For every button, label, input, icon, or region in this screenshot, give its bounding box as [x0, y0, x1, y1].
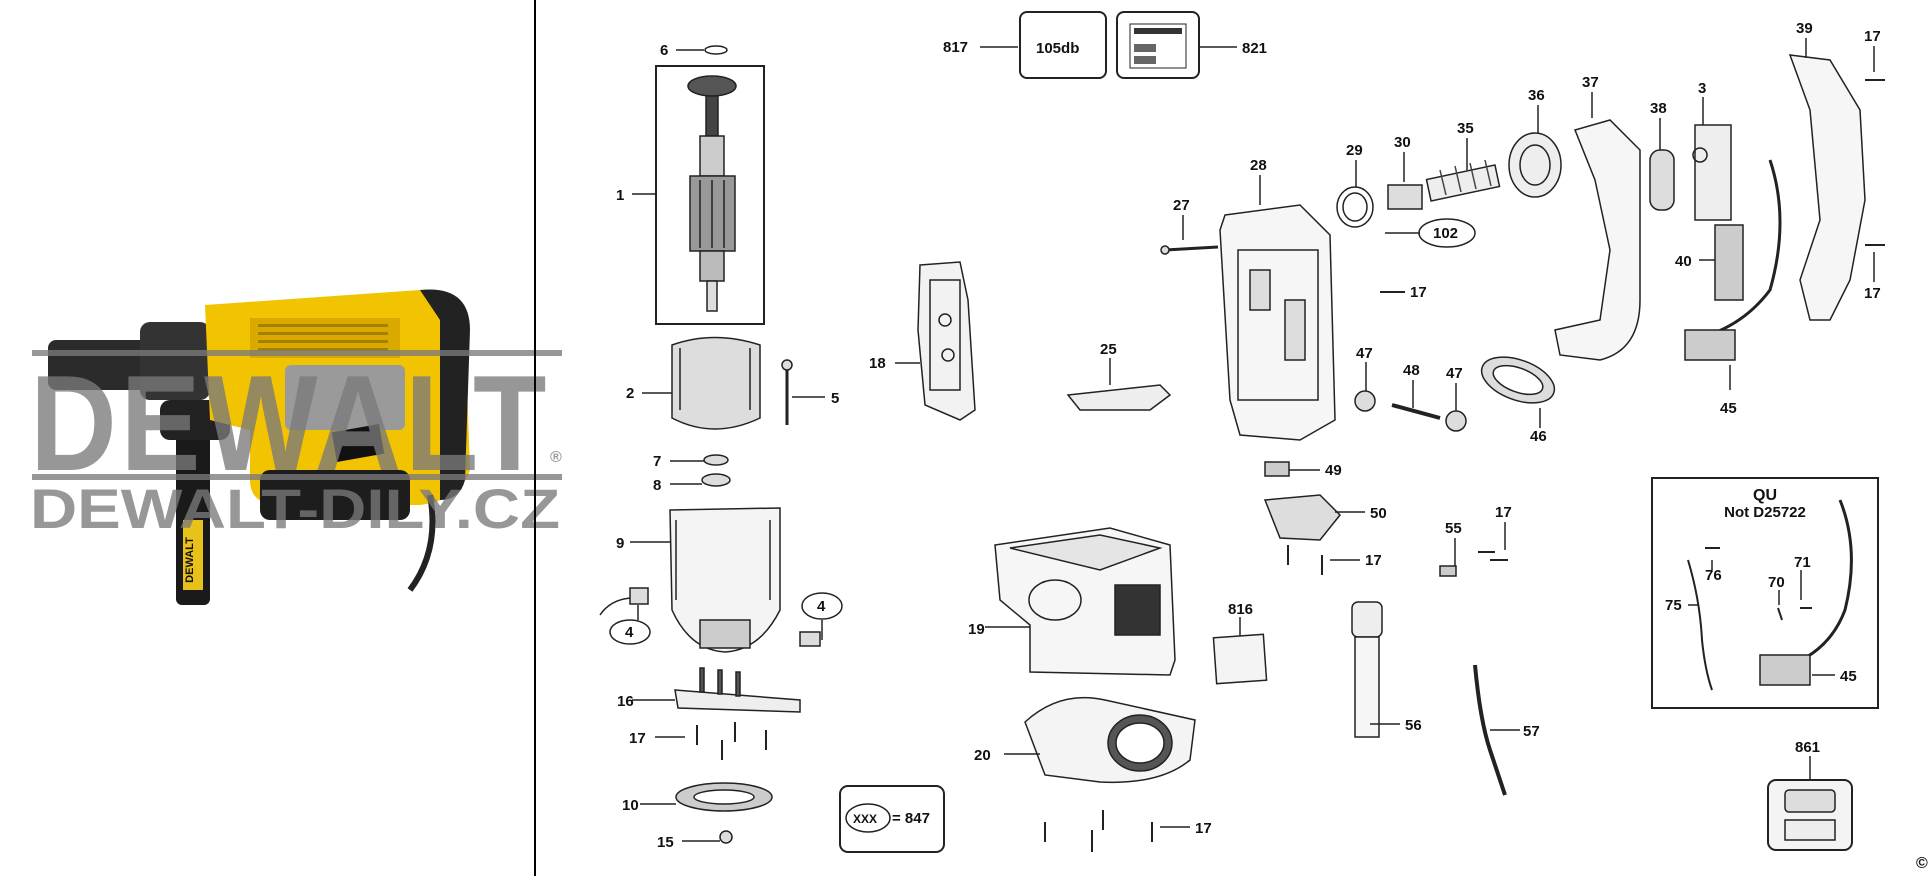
- callout-49: 49: [1325, 462, 1342, 479]
- label-parts: 817 105db 821: [943, 11, 1267, 79]
- callout-7: 7: [653, 453, 661, 470]
- callout-28: 28: [1250, 157, 1267, 174]
- qu-subtitle: Not D25722: [1724, 504, 1806, 521]
- callout-36: 36: [1528, 87, 1545, 104]
- callout-55: 55: [1445, 520, 1462, 537]
- watermark-url: DEWALT-DILY.CZ: [30, 477, 560, 540]
- qu-callout-75: 75: [1665, 597, 1682, 614]
- callout-18: 18: [869, 355, 886, 372]
- callout-38: 38: [1650, 100, 1667, 117]
- housing-leaders: [1182, 38, 1875, 780]
- callout-35: 35: [1457, 120, 1474, 137]
- callout-17b: 17: [1195, 820, 1212, 837]
- callout-5: 5: [831, 390, 839, 407]
- callout-3: 3: [1698, 80, 1706, 97]
- copyright-mark: ©: [1916, 855, 1928, 872]
- callout-821: 821: [1242, 40, 1267, 57]
- svg-text:DEWALT: DEWALT: [184, 537, 196, 583]
- callout-47b: 47: [1446, 365, 1463, 382]
- watermark: DEWALT ® DEWALT-DILY.CZ: [30, 347, 562, 540]
- legend-xxx: XXX: [853, 812, 877, 826]
- callout-29: 29: [1346, 142, 1363, 159]
- legend-box: XXX = 847: [839, 785, 945, 853]
- center-parts: [917, 261, 1268, 852]
- callout-17g: 17: [1495, 504, 1512, 521]
- callout-2: 2: [626, 385, 634, 402]
- callout-16: 16: [617, 693, 634, 710]
- callout-19: 19: [968, 621, 985, 638]
- callout-15: 15: [657, 834, 674, 851]
- housing-parts: [1160, 54, 1885, 851]
- watermark-registered: ®: [550, 449, 562, 466]
- callout-1: 1: [616, 187, 624, 204]
- qu-callout-76: 76: [1705, 567, 1722, 584]
- leader-lines: [630, 49, 825, 842]
- callout-46: 46: [1530, 428, 1547, 445]
- qu-callout-71: 71: [1794, 554, 1811, 571]
- callout-817: 817: [943, 39, 968, 56]
- callout-39: 39: [1796, 20, 1813, 37]
- callout-27: 27: [1173, 197, 1190, 214]
- tool-photo: DEWALT DEWALT: [48, 289, 470, 605]
- callout-17c: 17: [1410, 284, 1427, 301]
- legend-847: = 847: [892, 810, 930, 827]
- qu-callout-70: 70: [1768, 574, 1785, 591]
- callout-30: 30: [1394, 134, 1411, 151]
- watermark-brand: DEWALT: [30, 347, 550, 499]
- callout-40: 40: [1675, 253, 1692, 270]
- callout-48: 48: [1403, 362, 1420, 379]
- callout-8: 8: [653, 477, 661, 494]
- callout-37: 37: [1582, 74, 1599, 91]
- motor-callouts: 6 1 2 5 7 8 9 4 4 16 17 10 15: [609, 42, 843, 851]
- callout-4a: 4: [625, 624, 634, 641]
- callout-816: 816: [1228, 601, 1253, 618]
- callout-861: 861: [1795, 739, 1820, 756]
- callout-45: 45: [1720, 400, 1737, 417]
- callout-56: 56: [1405, 717, 1422, 734]
- qu-inset: QU Not D25722 76 75 70 71 45: [1651, 477, 1879, 709]
- callout-10: 10: [622, 797, 639, 814]
- qu-callout-45: 45: [1840, 668, 1857, 685]
- housing-callouts: 27 28 29 30 35 102 17 36 37 38 3 39 17 4…: [1173, 20, 1881, 756]
- callout-17a: 17: [629, 730, 646, 747]
- callout-102: 102: [1433, 225, 1458, 242]
- callout-25: 25: [1100, 341, 1117, 358]
- callout-17f: 17: [1365, 552, 1382, 569]
- center-leaders: [895, 358, 1241, 828]
- callout-20: 20: [974, 747, 991, 764]
- callout-47a: 47: [1356, 345, 1373, 362]
- callout-57: 57: [1523, 723, 1540, 740]
- callout-105db: 105db: [1036, 40, 1079, 57]
- callout-4b: 4: [817, 598, 826, 615]
- callout-9: 9: [616, 535, 624, 552]
- callout-17e: 17: [1864, 285, 1881, 302]
- callout-6: 6: [660, 42, 668, 59]
- center-callouts: 18 25 19 816 20 17: [869, 341, 1253, 837]
- callout-50: 50: [1370, 505, 1387, 522]
- motor-parts: [599, 45, 821, 844]
- callout-17d: 17: [1864, 28, 1881, 45]
- qu-title: QU: [1753, 487, 1777, 504]
